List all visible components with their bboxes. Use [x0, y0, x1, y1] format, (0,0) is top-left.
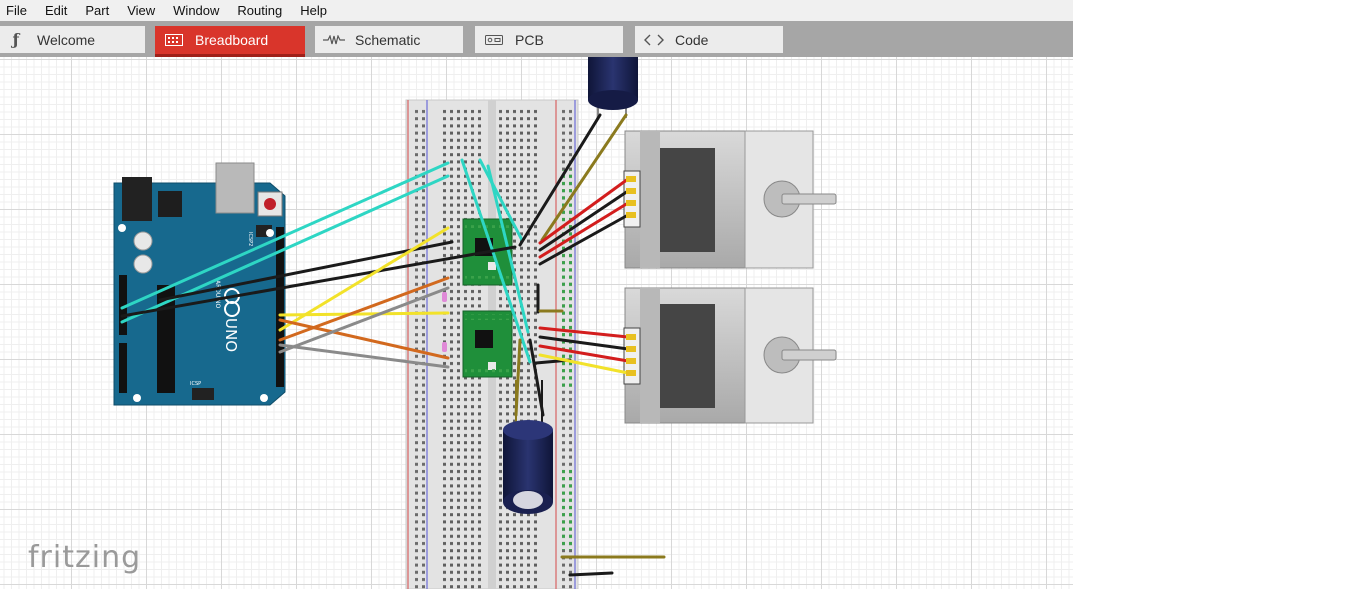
wire-black[interactable]: [538, 189, 630, 252]
tab-code[interactable]: Code: [635, 26, 783, 53]
tab-welcome[interactable]: ƒ Welcome: [0, 26, 145, 53]
fritzing-f-icon: ƒ: [12, 30, 20, 49]
view-tab-bar: ƒ Welcome Breadboard Schematic PCB Cod: [0, 21, 1073, 57]
wire-gray[interactable]: [278, 343, 450, 369]
wire-black[interactable]: [528, 338, 545, 417]
tab-code-label: Code: [675, 31, 709, 48]
wire-black[interactable]: [158, 240, 454, 302]
fritzing-logo: fritzing: [28, 540, 142, 575]
menu-view[interactable]: View: [127, 3, 156, 18]
wire-yellow[interactable]: [538, 353, 630, 375]
tab-schematic-label: Schematic: [355, 31, 421, 48]
empty-area: [1073, 0, 1346, 589]
arduino-model-label: UNO: [222, 318, 240, 352]
tab-pcb-label: PCB: [515, 31, 544, 48]
wire-orange[interactable]: [278, 276, 450, 342]
tab-schematic[interactable]: Schematic: [315, 26, 463, 53]
fritzing-window: File Edit Part View Window Routing Help …: [0, 0, 1073, 589]
arduino-brand-label: ARDUINO: [214, 280, 221, 309]
motor-connector-pins: [626, 176, 636, 376]
menu-bar: File Edit Part View Window Routing Help: [0, 0, 1073, 21]
capacitor-bottom[interactable]: [503, 380, 553, 514]
arduino-uno-board[interactable]: UNO ARDUINO ICSP ICSP2: [113, 162, 286, 406]
wire-red[interactable]: [538, 326, 630, 339]
stepper-driver-2[interactable]: [462, 310, 513, 378]
wire-black[interactable]: [120, 245, 517, 318]
wire-layer: [120, 113, 666, 577]
tab-welcome-label: Welcome: [37, 31, 96, 48]
wire-black[interactable]: [568, 571, 614, 577]
pcb-board-icon: [483, 32, 505, 48]
wire-cyan[interactable]: [120, 161, 450, 310]
arduino-icsp2-label: ICSP2: [247, 232, 253, 246]
wire-yellow[interactable]: [278, 226, 450, 332]
wire-red[interactable]: [538, 177, 630, 245]
wire-brown[interactable]: [540, 113, 628, 242]
wire-black[interactable]: [538, 335, 630, 351]
wire-orange[interactable]: [278, 318, 450, 360]
arduino-icsp-label: ICSP: [190, 381, 201, 387]
stepper-motor-1[interactable]: [623, 130, 837, 269]
menu-edit[interactable]: Edit: [44, 3, 68, 18]
wire-cyan[interactable]: [478, 158, 524, 242]
wire-black[interactable]: [538, 213, 630, 266]
menu-help[interactable]: Help: [300, 3, 327, 18]
wire-brown[interactable]: [514, 338, 522, 417]
menu-part[interactable]: Part: [85, 3, 110, 18]
wire-cyan[interactable]: [460, 158, 532, 364]
wire-black[interactable]: [518, 113, 602, 247]
wire-gray[interactable]: [278, 286, 450, 354]
capacitor-top[interactable]: [588, 57, 638, 118]
tab-breadboard[interactable]: Breadboard: [155, 26, 305, 57]
code-brackets-icon: [643, 32, 665, 48]
breadboard-grid-icon: [163, 32, 185, 48]
tab-breadboard-label: Breadboard: [195, 32, 269, 48]
menu-routing[interactable]: Routing: [237, 3, 283, 18]
resistor-zigzag-icon: [323, 32, 345, 48]
tab-pcb[interactable]: PCB: [475, 26, 623, 53]
stepper-motor-2[interactable]: [623, 287, 837, 424]
menu-window[interactable]: Window: [173, 3, 220, 18]
menu-file[interactable]: File: [6, 3, 27, 18]
breadboard-canvas[interactable]: UNO ARDUINO ICSP ICSP2: [0, 57, 1073, 589]
wire-red[interactable]: [538, 201, 630, 259]
wire-red[interactable]: [538, 344, 630, 363]
breadboard-scene: UNO ARDUINO ICSP ICSP2: [113, 57, 837, 589]
